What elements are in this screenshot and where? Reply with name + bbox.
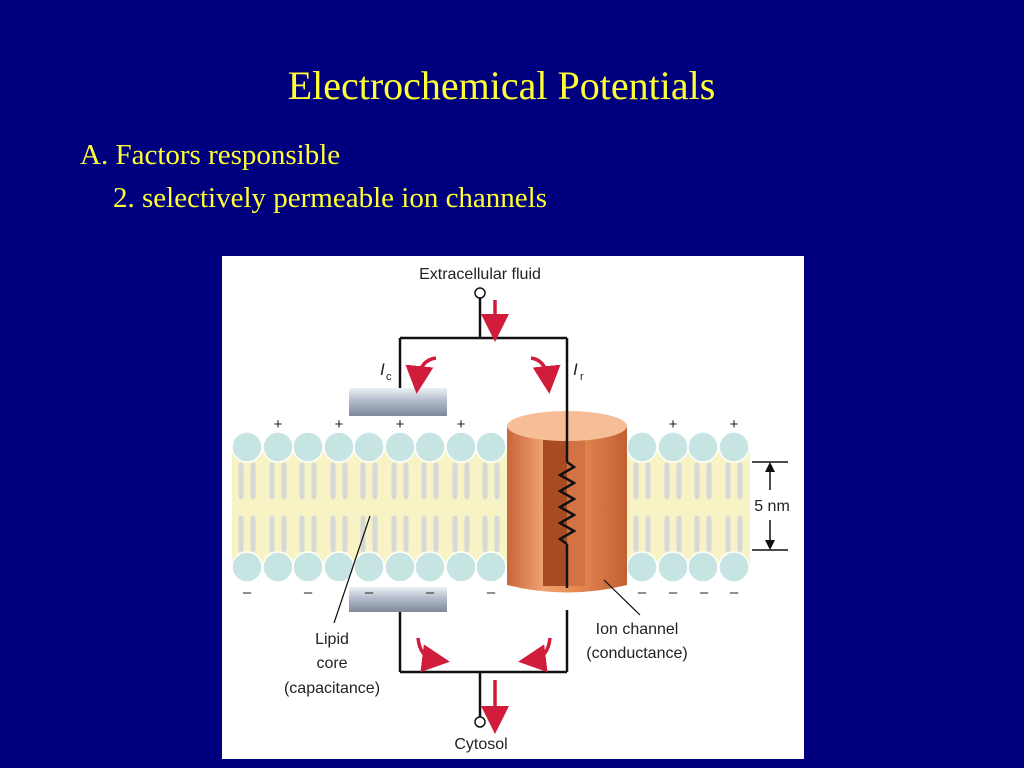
- channel-label-line2: (conductance): [586, 645, 687, 662]
- lipid-label-line2: core: [316, 655, 347, 672]
- capacitive-current-subscript: c: [386, 371, 392, 383]
- lipid-head: [353, 431, 385, 463]
- lipid-head: [262, 551, 294, 583]
- terminal-top: [474, 287, 486, 299]
- charge-symbols: + + + + + + – – – – – – – – –: [243, 416, 739, 601]
- capacitive-current-symbol: I: [380, 360, 385, 379]
- lipid-leader-line: [333, 515, 371, 624]
- lipid-head: [687, 551, 719, 583]
- resistive-current-subscript: r: [580, 371, 584, 383]
- lipid-head: [231, 431, 263, 463]
- lipid-head: [323, 431, 355, 463]
- lipid-head: [353, 551, 385, 583]
- lipid-head: [657, 431, 689, 463]
- membrane-diagram: + + + + + + – – – – – – – – – Extracellular fluid Cyto…: [231, 266, 790, 753]
- lipid-label-line3: (capacitance): [284, 680, 380, 697]
- lipid-head: [475, 431, 507, 463]
- lipid-head: [414, 551, 446, 583]
- bullet-factors: A. Factors responsible: [80, 139, 341, 171]
- resistive-current-symbol: I: [573, 360, 578, 379]
- positive-charge: +: [274, 416, 283, 433]
- lipid-head: [718, 551, 750, 583]
- negative-charge: –: [243, 584, 252, 601]
- terminal-bottom: [474, 716, 486, 728]
- positive-charge: +: [335, 416, 344, 433]
- negative-charge: –: [426, 584, 435, 601]
- lipid-head: [445, 551, 477, 583]
- negative-charge: –: [638, 584, 647, 601]
- slide-title: Electrochemical Potentials: [287, 63, 716, 108]
- lipid-head: [626, 551, 658, 583]
- lipid-head: [475, 551, 507, 583]
- negative-charge: –: [730, 584, 739, 601]
- negative-charge: –: [365, 584, 374, 601]
- lipid-head: [262, 431, 294, 463]
- cytosol-label: Cytosol: [454, 736, 507, 753]
- channel-label-line1: Ion channel: [596, 621, 679, 638]
- positive-charge: +: [669, 416, 678, 433]
- bullet-ion-channels: 2. selectively permeable ion channels: [113, 182, 548, 214]
- negative-charge: –: [700, 584, 709, 601]
- lipid-head: [231, 551, 263, 583]
- positive-charge: +: [730, 416, 739, 433]
- lipid-head: [292, 551, 324, 583]
- negative-charge: –: [487, 584, 496, 601]
- lipid-head: [384, 431, 416, 463]
- thickness-label: 5 nm: [754, 498, 790, 515]
- lipid-head: [292, 431, 324, 463]
- positive-charge: +: [457, 416, 466, 433]
- lipid-head: [445, 431, 477, 463]
- capacitor-plate-top: [349, 388, 447, 416]
- lipid-label-line1: Lipid: [315, 631, 349, 648]
- lipid-head: [718, 431, 750, 463]
- current-arrows: [405, 300, 561, 734]
- lipid-head: [657, 551, 689, 583]
- lipid-head: [384, 551, 416, 583]
- positive-charge: +: [396, 416, 405, 433]
- lipid-head: [687, 431, 719, 463]
- negative-charge: –: [669, 584, 678, 601]
- channel-leader-line: [603, 579, 641, 616]
- lipid-head: [414, 431, 446, 463]
- ion-channel: [507, 411, 627, 593]
- extracellular-fluid-label: Extracellular fluid: [419, 266, 541, 283]
- lipid-bilayer: [231, 431, 750, 583]
- lipid-head: [626, 431, 658, 463]
- negative-charge: –: [304, 584, 313, 601]
- capacitor-plate-bottom: [349, 587, 447, 612]
- membrane-circuit-figure: + + + + + + – – – – – – – – – Extracellular fluid Cyto…: [222, 256, 804, 759]
